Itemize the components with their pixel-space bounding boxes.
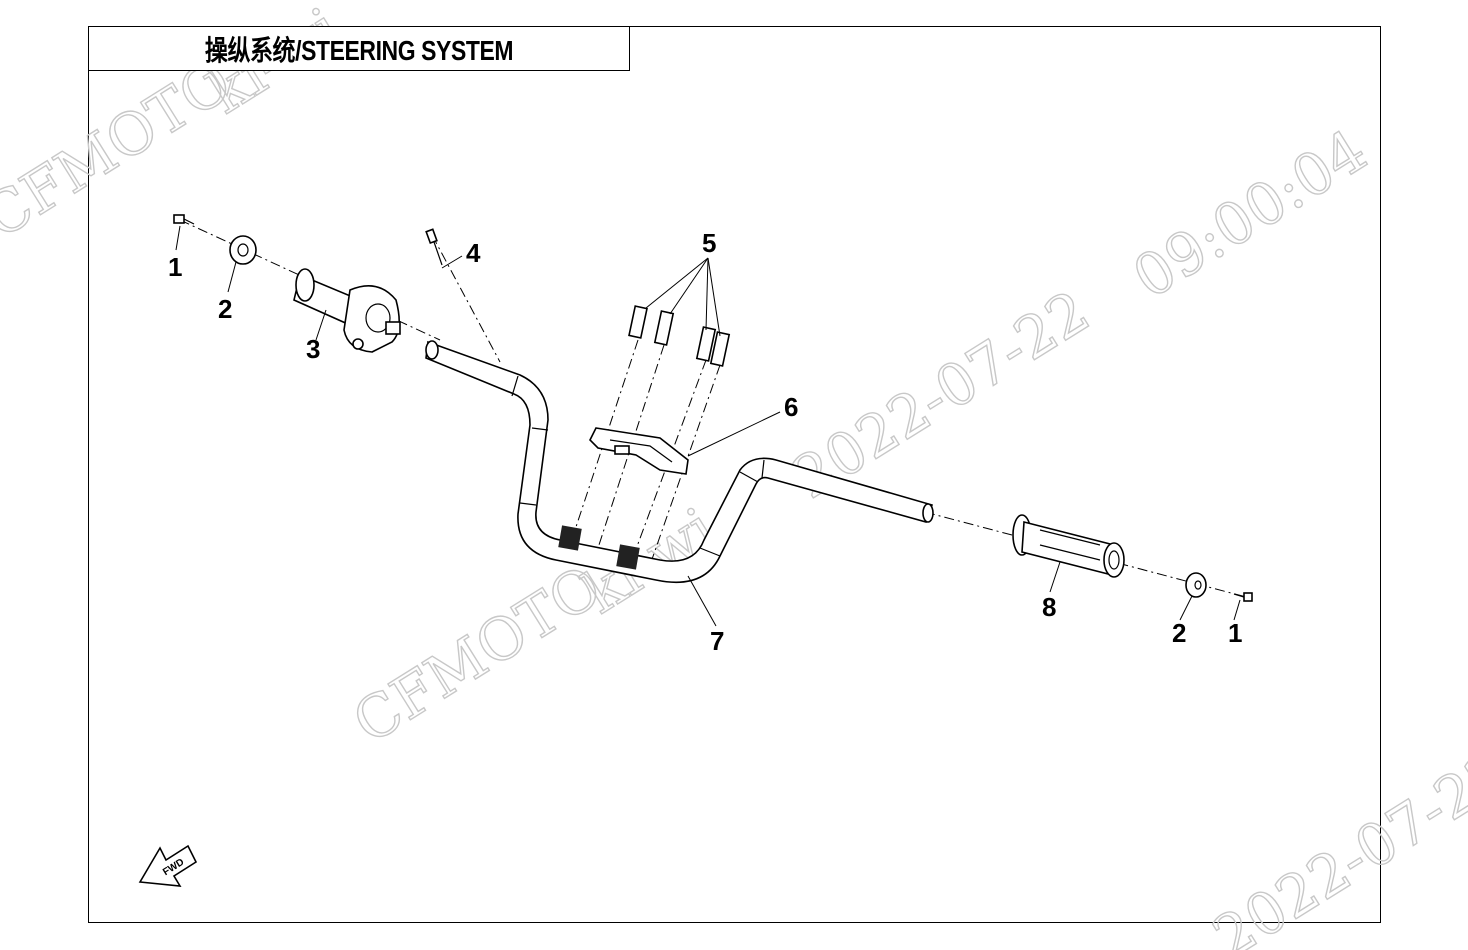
clamp-bolts <box>628 305 731 367</box>
callout-6: 6 <box>784 392 798 422</box>
handlebar-right-end <box>922 503 934 523</box>
throttle-screw <box>425 228 443 266</box>
forward-direction-arrow: FWD <box>138 844 198 887</box>
title-box: 操纵系统/STEERING SYSTEM <box>88 26 630 71</box>
handlebar-clamp <box>589 427 689 475</box>
handlebar-left-end <box>425 340 439 360</box>
callout-3: 3 <box>306 334 320 364</box>
axis-bolt-4 <box>431 234 501 363</box>
drawing-frame <box>88 26 1381 923</box>
callout-8: 8 <box>1042 592 1056 622</box>
watermark-date-corner: 2022-07-22 <box>1201 737 1468 950</box>
bar-end-weight-left <box>229 235 257 265</box>
callout-2-right: 2 <box>1172 618 1186 648</box>
callout-5: 5 <box>702 228 716 258</box>
throttle-grip-assembly <box>293 268 401 353</box>
callout-7: 7 <box>710 626 724 656</box>
bar-end-screw-left <box>173 214 195 225</box>
page-title: 操纵系统/STEERING SYSTEM <box>204 34 514 66</box>
callout-1-right: 1 <box>1228 618 1242 648</box>
bar-end-weight-right <box>1185 572 1207 598</box>
callout-2-left: 2 <box>218 294 232 324</box>
knurl-left <box>558 525 582 551</box>
watermark-brand-bottom: CFMOTO <box>341 552 613 757</box>
callout-4: 4 <box>466 238 481 268</box>
right-grip <box>1012 514 1125 578</box>
knurl-right <box>616 544 640 570</box>
callout-1-left: 1 <box>168 252 182 282</box>
watermark-time: 09:00:04 <box>1121 116 1378 312</box>
bar-end-screw-right <box>1233 592 1253 602</box>
handlebar <box>425 340 934 584</box>
